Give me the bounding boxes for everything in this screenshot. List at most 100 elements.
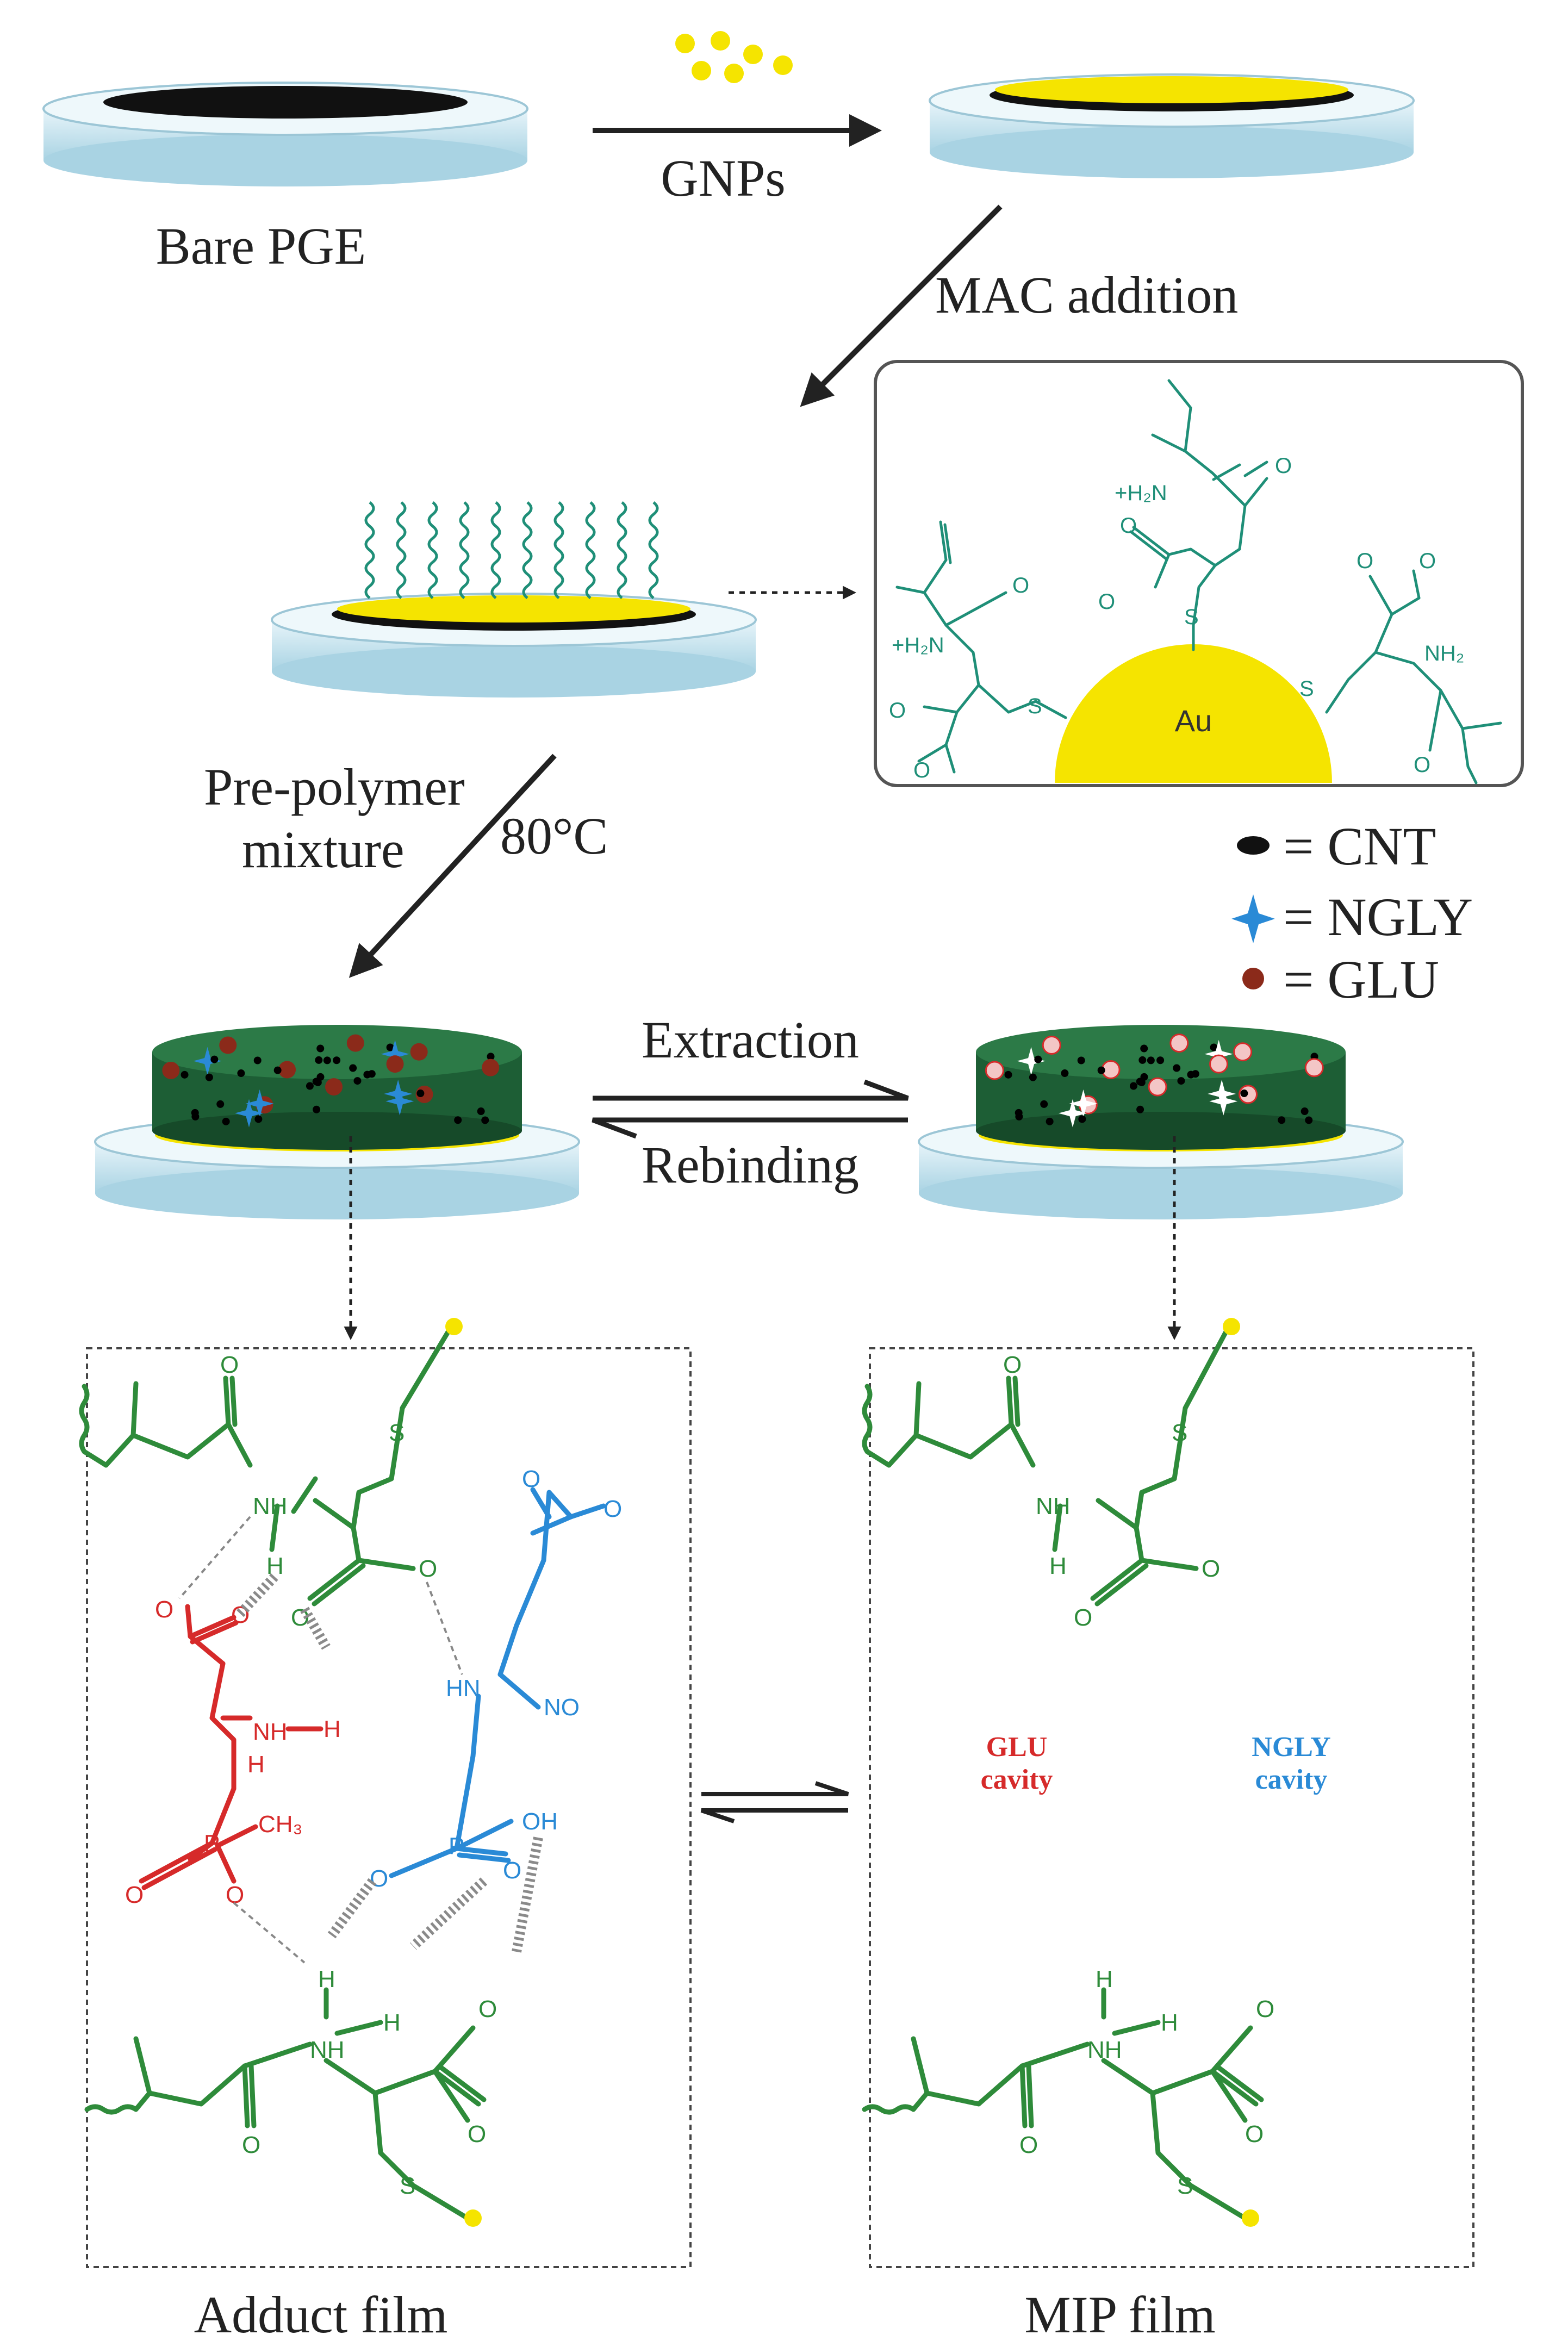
h2n-label: +H₂N xyxy=(1115,481,1167,505)
cnt-particle xyxy=(216,1100,225,1108)
gnp-modified-electrode xyxy=(929,73,1415,178)
cnt-particle xyxy=(1029,1073,1037,1081)
adduct-top-backbone: O NH H S O O xyxy=(79,1318,463,1631)
cnt-particle xyxy=(1177,1077,1185,1085)
o-label: O xyxy=(220,1352,239,1378)
cnt-particle xyxy=(313,1105,321,1113)
ngly-particle xyxy=(1204,1039,1233,1068)
o-minus-label: O xyxy=(419,1555,437,1582)
cnt-particle xyxy=(222,1117,230,1125)
o-label: O xyxy=(1256,1996,1274,2022)
o-minus-label: O xyxy=(1202,1555,1220,1582)
cnt-particle xyxy=(1046,1117,1054,1125)
adduct-bottom-backbone: H NH H O S O O xyxy=(84,1966,497,2227)
cnt-particle xyxy=(1147,1056,1155,1064)
mac-modified-electrode xyxy=(271,593,757,698)
mac-chain xyxy=(459,501,470,599)
glu-particle xyxy=(162,1061,180,1079)
glu-cavity-label-1: GLU xyxy=(986,1732,1048,1763)
ch3-label: CH₃ xyxy=(258,1811,302,1838)
glu-cavity xyxy=(1233,1042,1253,1062)
o-label: O xyxy=(503,1857,521,1884)
h-label: H xyxy=(1161,2009,1178,2036)
cnt-particle xyxy=(1240,1090,1248,1098)
hn-label: HN xyxy=(446,1675,481,1702)
ngly-symbol xyxy=(1231,894,1275,943)
glu-cavity xyxy=(1304,1058,1324,1078)
cnt-particle xyxy=(487,1053,495,1061)
ngly-cavity-label-2: cavity xyxy=(1255,1764,1328,1795)
o-label: O xyxy=(1275,454,1292,478)
prepolymer-arrow xyxy=(349,754,557,978)
s-label: S xyxy=(389,1420,405,1446)
nh-label: NH xyxy=(253,1493,288,1520)
cnt-particle xyxy=(1061,1069,1069,1078)
cnt-particle xyxy=(333,1056,341,1064)
glu-cavity xyxy=(1209,1054,1229,1074)
glu-cavity-label-2: cavity xyxy=(981,1764,1053,1795)
cnt-particle xyxy=(1040,1100,1048,1108)
mac-chain xyxy=(648,501,659,599)
o-label: O xyxy=(1012,574,1029,597)
h-label: H xyxy=(266,1553,284,1579)
glu-particle xyxy=(325,1078,343,1096)
cnt-particle xyxy=(210,1055,219,1063)
ngly-particle xyxy=(385,1087,414,1116)
o-label: O xyxy=(1120,514,1137,538)
cnt-particle xyxy=(316,1044,325,1053)
o-minus-label: O xyxy=(468,2121,486,2147)
nhplus-label: NH xyxy=(310,2037,345,2063)
cnt-particle xyxy=(1077,1056,1085,1064)
s-label: S xyxy=(400,2172,415,2199)
prepolymer-label: Pre-polymer xyxy=(204,758,465,816)
mip-top-backbone: O NH H S O O xyxy=(862,1318,1240,1631)
o-minus-label: O xyxy=(603,1496,622,1522)
glu-template-molecule: O O NH H H P CH₃ O O xyxy=(125,1596,341,1908)
cnt-particle xyxy=(253,1056,262,1064)
ngly-particle xyxy=(193,1047,222,1075)
cnt-particle xyxy=(1015,1112,1023,1120)
rebinding-label: Rebinding xyxy=(642,1136,859,1194)
mac-chain xyxy=(396,501,407,599)
gold-anchor-adduct-bottom xyxy=(464,2209,482,2227)
adduct-film-label: Adduct film xyxy=(194,2286,448,2344)
legend-glu-text: = GLU xyxy=(1283,949,1439,1010)
glu-particle xyxy=(482,1059,500,1076)
cnt-particle xyxy=(1140,1073,1148,1081)
cnt-particle xyxy=(477,1107,485,1116)
cnt-particle xyxy=(1173,1064,1181,1072)
bare-pge-label: Bare PGE xyxy=(156,217,366,275)
gold-anchor-mip-top xyxy=(1223,1318,1240,1335)
cnt-particle xyxy=(191,1112,200,1120)
cnt-particle xyxy=(386,1043,394,1051)
adduct-electrode xyxy=(94,1025,580,1219)
o-minus-label: O xyxy=(155,1596,173,1623)
hplus-label: H xyxy=(318,1966,335,1993)
cnt-particle xyxy=(237,1069,245,1078)
no-label: NO xyxy=(544,1694,580,1721)
cnt-particle xyxy=(254,1115,263,1123)
legend: = CNT = NGLY = GLU xyxy=(1231,816,1473,1010)
extraction-rebinding-arrows xyxy=(592,1079,909,1139)
mac-molecule-right: S NH₂ O O O xyxy=(1299,549,1502,785)
cnt-particle xyxy=(1210,1043,1218,1051)
glu-cavity xyxy=(1148,1077,1167,1097)
ngly-cavity-label-1: NGLY xyxy=(1252,1732,1330,1763)
au-nanoparticle xyxy=(1055,644,1332,783)
adduct-film-particles xyxy=(162,1034,500,1128)
mac-chain xyxy=(427,501,438,599)
mip-film-label: MIP film xyxy=(1024,2286,1215,2344)
cnt-particle xyxy=(1301,1107,1309,1116)
o-label: O xyxy=(231,1602,250,1628)
mixture-label: mixture xyxy=(242,820,405,879)
o-label: O xyxy=(522,1466,540,1492)
o-label: O xyxy=(478,1996,497,2022)
cnt-symbol xyxy=(1237,836,1270,855)
glu-symbol xyxy=(1242,968,1264,989)
glu-particle xyxy=(346,1034,364,1052)
h-label: H xyxy=(1049,1553,1067,1579)
o-minus-label: O xyxy=(1098,590,1115,614)
mac-chain xyxy=(553,501,564,599)
nhplus-label: NH xyxy=(1087,2037,1122,2063)
o-label: O xyxy=(1419,549,1436,573)
